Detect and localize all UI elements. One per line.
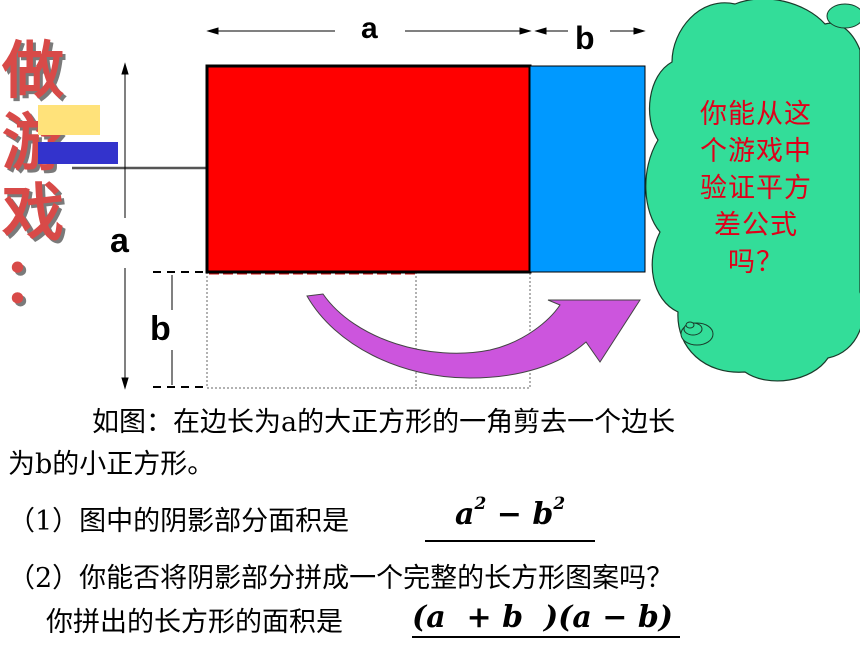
question-1: （1）图中的阴影部分面积是 [8, 506, 350, 537]
title-char-3: 戏 [2, 176, 65, 249]
label-b-top: b [575, 20, 595, 56]
title-char-1: 做 [2, 34, 65, 107]
blue-rectangle [529, 65, 646, 273]
dimension-arrow-left [121, 62, 129, 390]
question-2: （2）你能否将阴影部分拼成一个完整的长方形图案吗？ [8, 563, 674, 594]
label-b-left: b [150, 310, 171, 348]
answer-1-exp-b: 2 [553, 494, 566, 514]
answer-1-underline [425, 540, 595, 542]
title-deco-yellow [38, 105, 100, 135]
dimension-arrow-a-top [206, 27, 532, 35]
intro-line-1: 如图：在边长为a的大正方形的一角剪去一个边长 [92, 407, 676, 438]
thought-cloud [645, 0, 860, 382]
label-a-top: a [361, 12, 378, 45]
label-a-left: a [110, 222, 129, 260]
answer-1-exp-a: 2 [474, 494, 487, 514]
answer-1-a: a [455, 497, 475, 532]
answer-1-minus: − [496, 497, 522, 532]
title-char-4: ： [2, 244, 65, 317]
title-deco-blue [38, 142, 118, 164]
answer-2-underline [412, 636, 680, 638]
move-arrow [306, 293, 641, 379]
answer-2: (a + b )(a − b) [412, 600, 673, 635]
red-rectangle [205, 64, 532, 274]
intro-line-2: 为b的小正方形。 [8, 449, 215, 480]
dimension-arrow-b-top [534, 27, 646, 35]
cloud-question: 你能从这个游戏中验证平方差公式吗？ [700, 99, 812, 278]
question-2-line-2: 你拼出的长方形的面积是 [46, 607, 343, 638]
dimension-b-left [153, 271, 205, 388]
answer-1: a2 − b2 [455, 496, 565, 532]
answer-1-b: b [532, 497, 554, 532]
